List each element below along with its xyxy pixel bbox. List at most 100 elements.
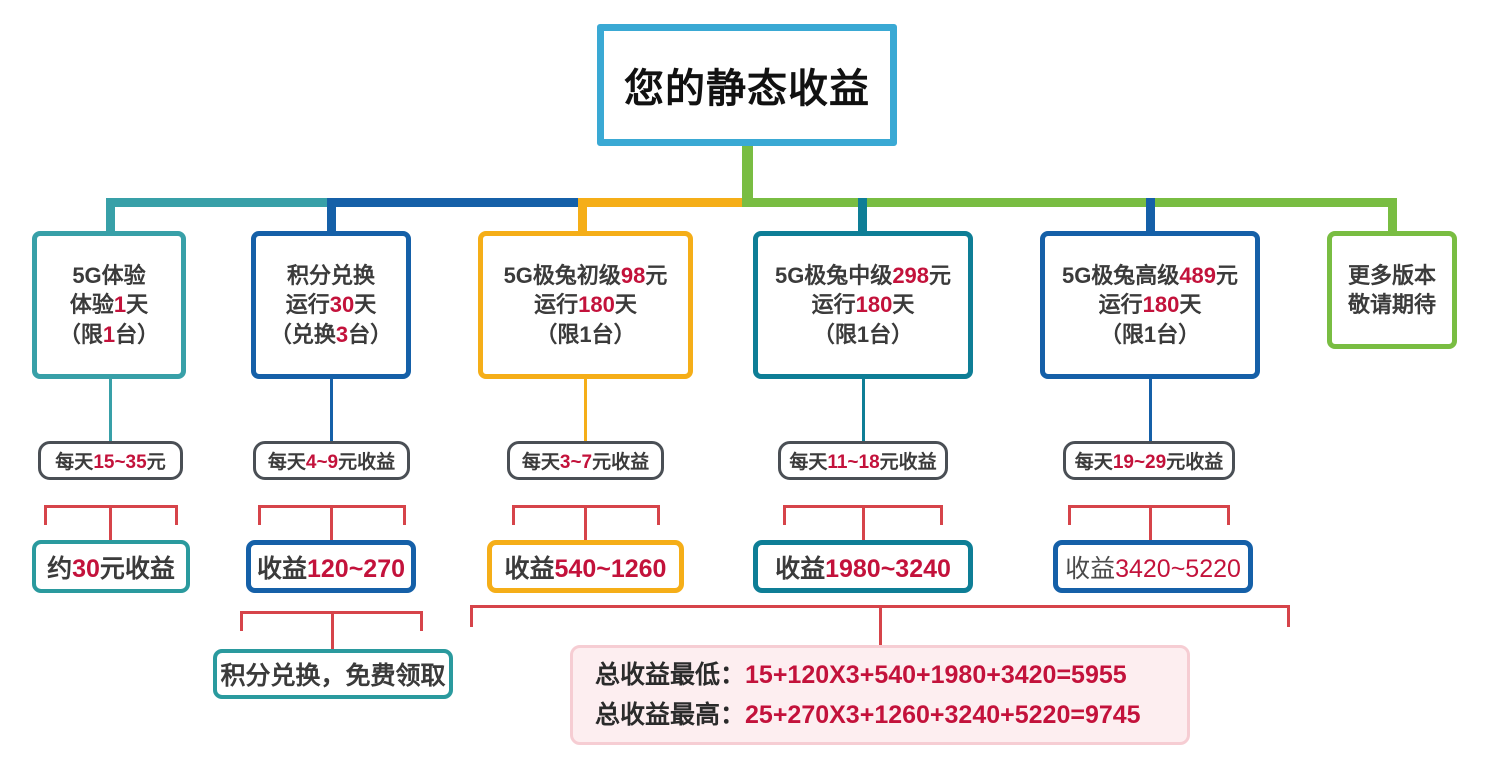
bracket-summary-stem [879,605,882,645]
value-number: 4~9 [305,452,339,473]
value-text: 运行 [1098,292,1143,318]
card-line: 5G极兔初级98元 [504,261,668,290]
value-text: 收益 [256,554,307,583]
bracket-stem-5 [1149,505,1152,540]
card-line: （限1台） [59,320,159,349]
connector-drop-card-6 [1388,198,1397,234]
value-number: 11~18 [827,452,880,473]
value-number: 298 [892,263,930,289]
value-text: 运行 [811,292,856,318]
card-points-exchange[interactable]: 积分兑换 运行30天 （兑换3台） [251,231,411,379]
pill-daily-rate-points[interactable]: 每天4~9元收益 [253,441,410,480]
value-number: 30 [72,554,100,583]
value-text: （限 [58,321,103,347]
pill-label: 每天4~9元收益 [268,447,395,474]
connector-drop-card-4 [858,198,867,234]
result-income-trial[interactable]: 约30元收益 [32,540,190,593]
bracket-left-1 [44,505,47,525]
bracket-note-stem [331,611,334,649]
result-label: 收益540~1260 [505,549,667,585]
pill-daily-rate-mid[interactable]: 每天11~18元收益 [778,441,948,480]
card-line: （限1台） [1100,320,1200,349]
value-text: 每天 [521,452,560,473]
bracket-right-2 [403,505,406,525]
value-text: 每天 [267,452,306,473]
value-text: 5G体验 [72,263,146,289]
result-label: 收益120~270 [257,549,405,585]
connector-card-to-pill-3 [584,379,587,441]
bracket-note-left [240,611,243,631]
card-5g-jitu-basic[interactable]: 5G极兔初级98元 运行180天 （限1台） [478,231,693,379]
value-text: 天 [354,292,377,318]
page-title: 您的静态收益 [624,67,870,111]
bracket-stem-4 [862,505,865,540]
value-text: （限1台） [812,321,914,347]
value-text: 天 [126,292,149,318]
value-text: （兑换 [269,321,336,347]
bracket-summary-left [470,605,473,627]
result-income-mid[interactable]: 收益1980~3240 [753,540,973,593]
value-text: 运行 [285,292,330,318]
card-line: 运行30天 [286,290,377,319]
value-text: 收益 [504,554,555,583]
value-number: 180 [578,292,615,318]
value-text: （限1台） [535,321,636,347]
connector-title-stem [742,146,753,200]
connector-bar-teal [106,198,342,207]
value-number: 489 [1179,263,1217,289]
bracket-right-5 [1227,505,1230,525]
result-income-points[interactable]: 收益120~270 [246,540,416,593]
summary-box[interactable]: 总收益最低：15+120X3+540+1980+3420=5955 总收益最高：… [570,645,1190,745]
bracket-stem-3 [584,505,587,540]
connector-card-to-pill-4 [862,379,865,441]
value-text: 元收益 [592,452,650,473]
card-line: 体验1天 [70,290,148,319]
summary-row-min: 总收益最低：15+120X3+540+1980+3420=5955 [595,655,1187,695]
value-number: 30 [329,292,355,318]
pill-label: 每天3~7元收益 [522,447,649,474]
card-5g-trial[interactable]: 5G体验 体验1天 （限1台） [32,231,186,379]
value-number: 3 [335,321,349,347]
card-line: 更多版本 [1348,261,1436,290]
card-more-versions[interactable]: 更多版本 敬请期待 [1327,231,1457,349]
connector-bar-blue [334,198,586,207]
value-text: 台） [348,321,393,347]
value-text: 元收益 [879,452,937,473]
card-line: 运行180天 [534,290,637,319]
pill-daily-rate-basic[interactable]: 每天3~7元收益 [507,441,664,480]
value-number: 19~29 [1112,452,1167,473]
pill-daily-rate-high[interactable]: 每天19~29元收益 [1063,441,1235,480]
card-line: 积分兑换 [287,261,375,290]
bracket-summary-right [1287,605,1290,627]
value-text: 元 [146,452,166,473]
value-text: 5G极兔中级 [774,263,893,289]
value-text: 5G极兔初级 [503,263,621,289]
result-income-high[interactable]: 收益3420~5220 [1053,540,1253,593]
value-number: 15~35 [93,452,147,473]
card-5g-jitu-mid[interactable]: 5G极兔中级298元 运行180天 （限1台） [753,231,973,379]
value-text: （限1台） [1099,321,1201,347]
pill-label: 每天19~29元收益 [1075,447,1223,474]
value-text: 天 [614,292,637,318]
summary-min-formula: 15+120X3+540+1980+3420=5955 [745,661,1127,689]
value-text: 元收益 [1166,452,1224,473]
value-text: 体验 [69,292,114,318]
value-number: 98 [620,263,646,289]
bracket-left-5 [1068,505,1071,525]
pill-label: 每天15~35元 [55,447,165,474]
note-points-free[interactable]: 积分兑换，免费领取 [213,649,453,699]
value-text: 运行 [534,292,579,318]
value-number: 540~1260 [554,554,667,583]
value-text: 每天 [1074,452,1113,473]
result-income-basic[interactable]: 收益540~1260 [487,540,684,593]
connector-card-to-pill-1 [109,379,112,441]
connector-card-to-pill-5 [1149,379,1152,441]
value-text: 元收益 [338,452,396,473]
bracket-stem-2 [330,505,333,540]
card-line: （限1台） [813,320,913,349]
connector-bar-amber [578,198,746,207]
card-5g-jitu-high[interactable]: 5G极兔高级489元 运行180天 （限1台） [1040,231,1260,379]
pill-daily-rate-trial[interactable]: 每天15~35元 [38,441,183,480]
summary-min-label: 总收益最低： [595,661,746,689]
